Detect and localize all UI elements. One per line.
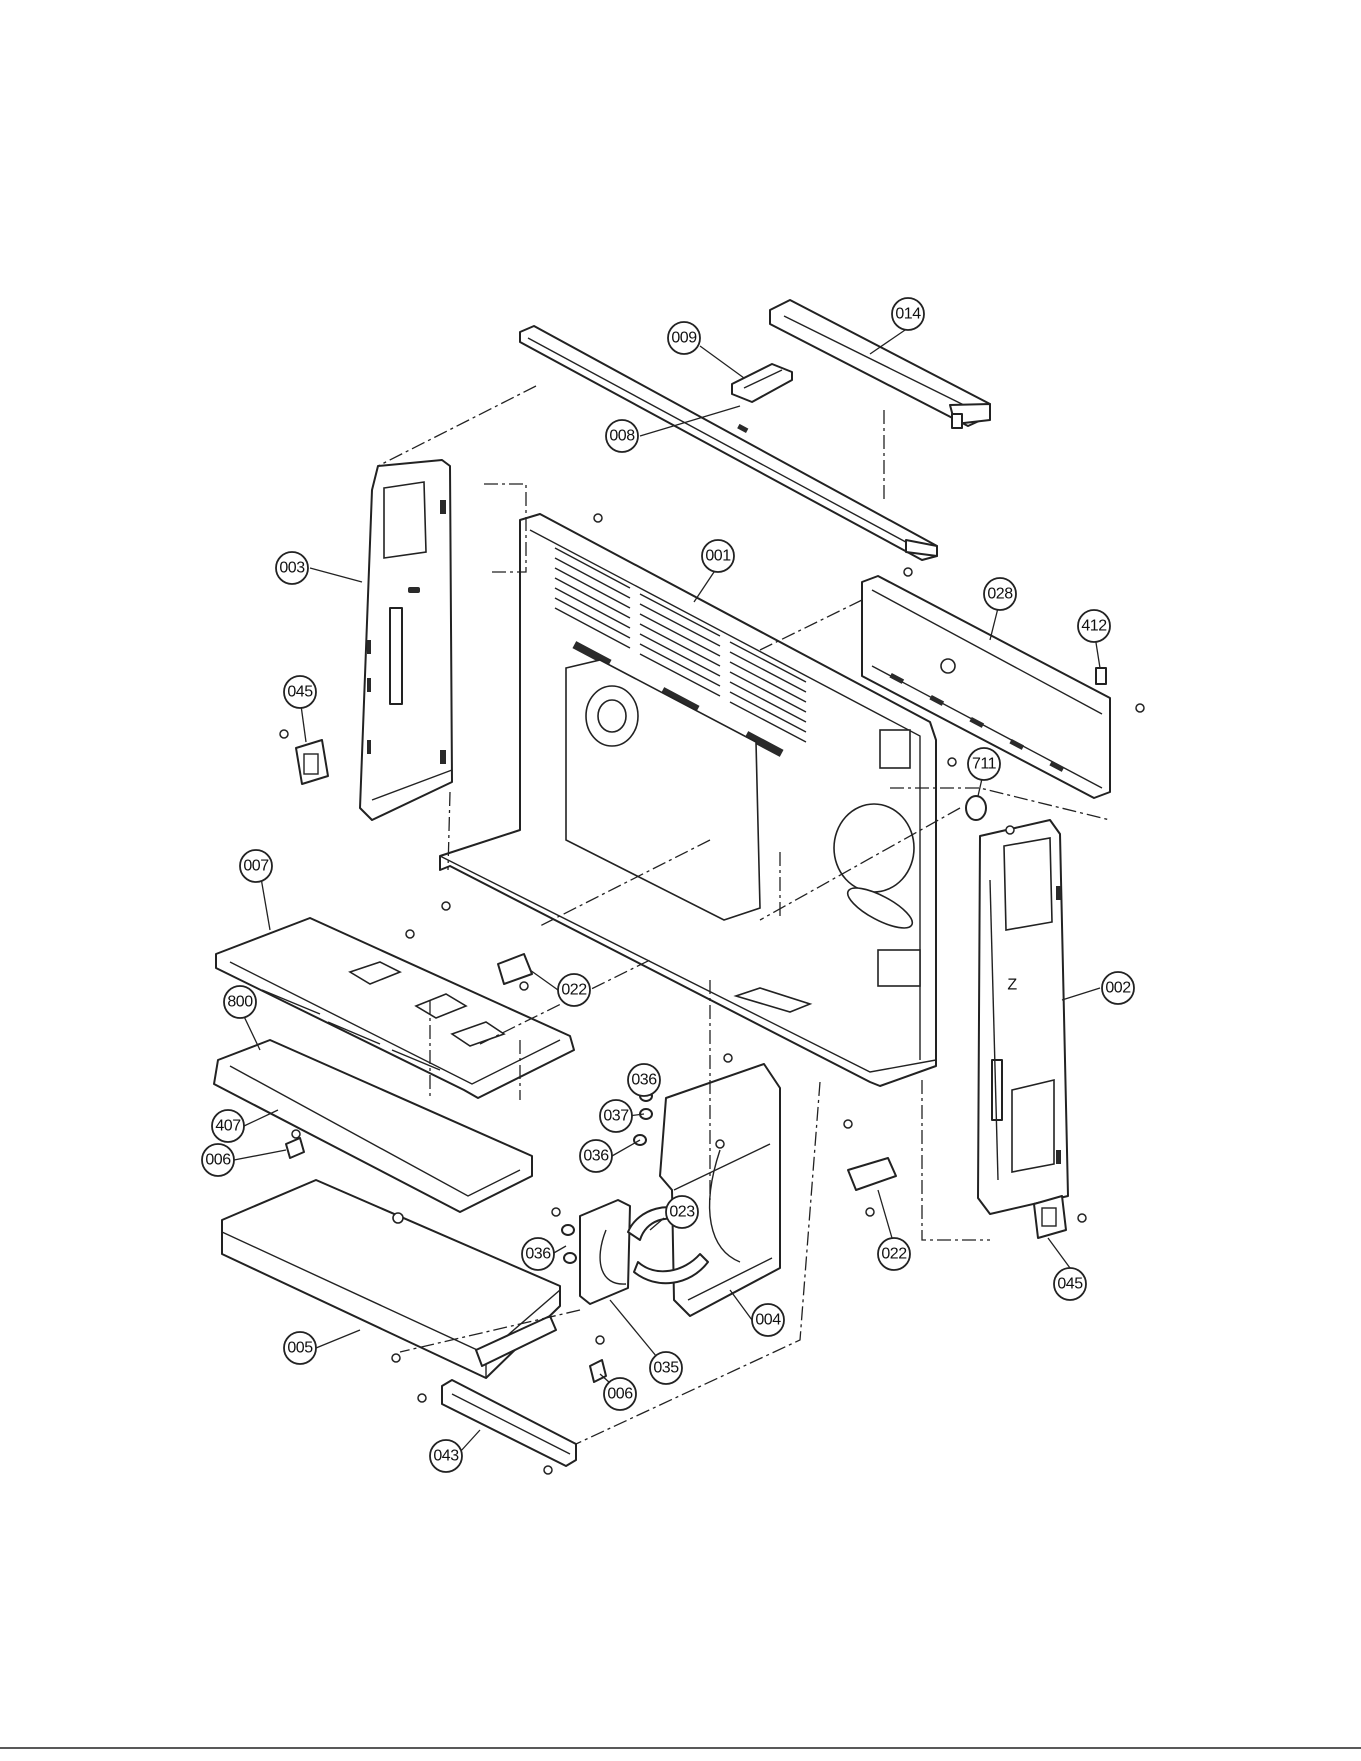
callout-006-bottom: 006: [604, 1378, 636, 1410]
callout-007: 007: [240, 850, 272, 882]
callout-001: 001: [702, 540, 734, 572]
svg-text:022: 022: [561, 982, 587, 999]
callout-036-low: 036: [522, 1238, 554, 1270]
svg-text:036: 036: [525, 1246, 551, 1263]
part-clip: [1096, 668, 1106, 684]
part-top-cover: [770, 300, 990, 428]
svg-text:014: 014: [895, 306, 921, 323]
callout-023: 023: [666, 1196, 698, 1228]
callout-022-right: 022: [878, 1238, 910, 1270]
svg-text:005: 005: [287, 1340, 313, 1357]
svg-text:022: 022: [881, 1246, 907, 1263]
svg-text:004: 004: [755, 1312, 781, 1329]
callout-412: 412: [1078, 610, 1110, 642]
callout-800: 800: [224, 986, 256, 1018]
callout-005: 005: [284, 1332, 316, 1364]
svg-text:407: 407: [215, 1118, 241, 1135]
callout-014: 014: [892, 298, 924, 330]
svg-text:006: 006: [607, 1386, 633, 1403]
callout-045-right: 045: [1054, 1268, 1086, 1300]
part-side-bracket: [580, 1200, 630, 1304]
part-round-fitting: [966, 796, 986, 820]
svg-text:007: 007: [243, 858, 269, 875]
svg-text:Z: Z: [1007, 977, 1017, 994]
part-hinge-bracket-left: [296, 740, 328, 784]
svg-text:008: 008: [609, 428, 635, 445]
svg-text:003: 003: [279, 560, 305, 577]
svg-text:037: 037: [603, 1108, 629, 1125]
callout-003: 003: [276, 552, 308, 584]
part-small-bracket: [732, 364, 792, 402]
callout-008: 008: [606, 420, 638, 452]
callout-009: 009: [668, 322, 700, 354]
callout-006-left: 006: [202, 1144, 234, 1176]
svg-text:028: 028: [987, 586, 1013, 603]
callout-045-left: 045: [284, 676, 316, 708]
part-lower-tray: [222, 1180, 560, 1378]
callout-043: 043: [430, 1440, 462, 1472]
svg-text:009: 009: [671, 330, 697, 347]
callout-036-mid: 036: [580, 1140, 612, 1172]
svg-text:001: 001: [705, 548, 731, 565]
svg-text:800: 800: [227, 994, 253, 1011]
svg-text:045: 045: [287, 684, 313, 701]
callout-035: 035: [650, 1352, 682, 1384]
part-right-side-panel: Z: [978, 820, 1068, 1214]
svg-text:036: 036: [583, 1148, 609, 1165]
svg-text:036: 036: [631, 1072, 657, 1089]
callout-022-left: 022: [558, 974, 590, 1006]
callout-407: 407: [212, 1110, 244, 1142]
callout-037: 037: [600, 1100, 632, 1132]
part-connector-right: [848, 1158, 896, 1190]
part-left-side-panel: [360, 460, 452, 820]
callout-711: 711: [968, 748, 1000, 780]
svg-text:412: 412: [1081, 618, 1107, 635]
callout-036-top: 036: [628, 1064, 660, 1096]
svg-text:002: 002: [1105, 980, 1131, 997]
part-connector-left: [498, 954, 532, 984]
svg-text:035: 035: [653, 1360, 679, 1377]
svg-text:006: 006: [205, 1152, 231, 1169]
svg-text:045: 045: [1057, 1276, 1083, 1293]
part-hinge-bracket-right: [1034, 1196, 1066, 1238]
callout-002: 002: [1102, 972, 1134, 1004]
callout-028: 028: [984, 578, 1016, 610]
callout-004: 004: [752, 1304, 784, 1336]
svg-text:023: 023: [669, 1204, 695, 1221]
svg-text:043: 043: [433, 1448, 459, 1465]
svg-text:711: 711: [972, 756, 997, 773]
